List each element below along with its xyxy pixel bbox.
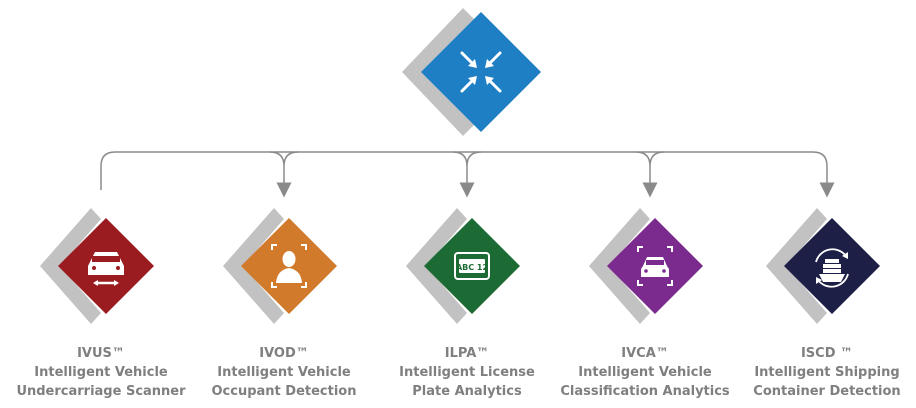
- iscd-name-line2: Container Detection: [753, 384, 901, 399]
- ivod-name-line2: Occupant Detection: [211, 384, 357, 399]
- ivca-name-line1: Intelligent Vehicle: [578, 365, 712, 380]
- product-node-ivod: [223, 208, 337, 324]
- ivus-name-line1: Intelligent Vehicle: [34, 365, 168, 380]
- ivca-chevron: [589, 208, 650, 324]
- root-node: [402, 8, 541, 136]
- ivus-name-line2: Undercarriage Scanner: [16, 384, 186, 399]
- connector-tree: [100, 151, 835, 198]
- product-node-ivca: [589, 208, 703, 324]
- compress-arrows-icon: [460, 51, 502, 93]
- label-ivod: IVOD™ Intelligent Vehicle Occupant Detec…: [194, 344, 374, 401]
- cargo-ship-icon: [815, 248, 849, 288]
- ilpa-chevron: [406, 208, 467, 324]
- label-ivus: IVUS™ Intelligent Vehicle Undercarriage …: [11, 344, 191, 401]
- ivod-chevron: [223, 208, 284, 324]
- iscd-code: ISCD ™: [800, 346, 854, 361]
- car-undercarriage-icon: [88, 252, 124, 286]
- product-node-iscd: [766, 208, 880, 324]
- label-iscd: ISCD ™ Intelligent Shipping Container De…: [742, 344, 912, 401]
- ivod-name-line1: Intelligent Vehicle: [217, 365, 351, 380]
- label-ilpa: ILPA™ Intelligent License Plate Analytic…: [377, 344, 557, 401]
- ivca-name-line2: Classification Analytics: [560, 384, 730, 399]
- root-diamond: [421, 12, 541, 132]
- iscd-chevron: [766, 208, 827, 324]
- person-detection-icon: [271, 244, 307, 288]
- ilpa-name-line2: Plate Analytics: [412, 384, 522, 399]
- license-plate-icon: ABC 12: [454, 252, 490, 280]
- ilpa-code: ILPA™: [444, 346, 490, 361]
- ivca-code: IVCA™: [621, 346, 669, 361]
- car-classification-icon: [637, 246, 673, 286]
- plate-text: ABC 12: [456, 263, 488, 272]
- root-chevron: [402, 8, 475, 136]
- ilpa-name-line1: Intelligent License: [399, 365, 535, 380]
- ivus-chevron: [40, 208, 101, 324]
- iscd-name-line1: Intelligent Shipping: [754, 365, 900, 380]
- product-node-ivus: [40, 208, 154, 324]
- ivus-code: IVUS™: [77, 346, 125, 361]
- product-node-ilpa: ABC 12: [406, 208, 520, 324]
- ivod-code: IVOD™: [259, 346, 309, 361]
- label-ivca: IVCA™ Intelligent Vehicle Classification…: [555, 344, 735, 401]
